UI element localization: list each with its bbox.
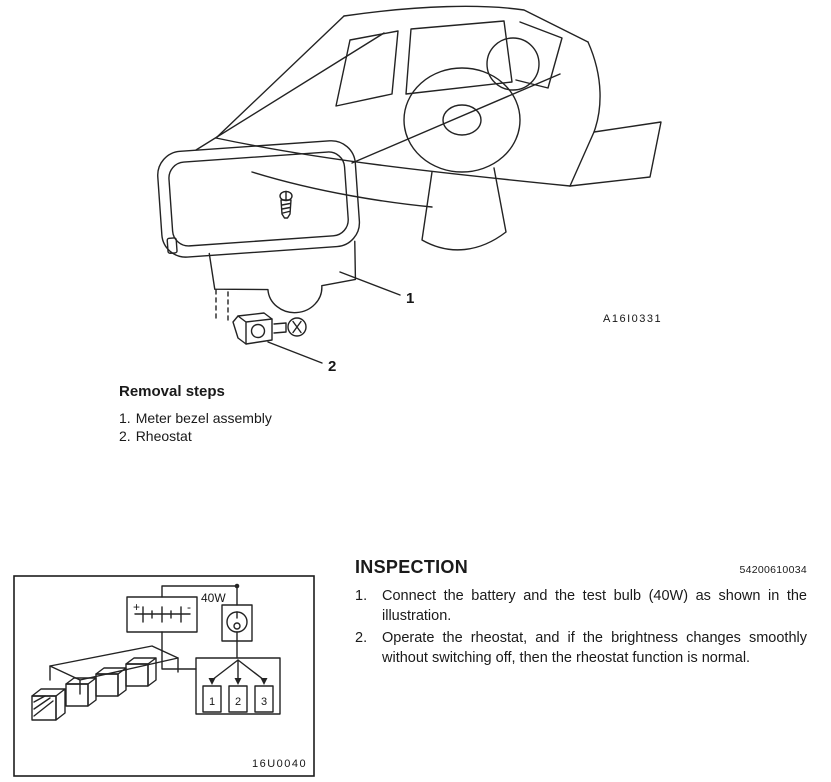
screw-icon (279, 190, 293, 219)
figure-border (13, 575, 315, 777)
removal-step-1-label: Meter bezel assembly (135, 410, 272, 426)
battery-minus-label: - (187, 600, 191, 614)
figure-code-bottom: 16U0040 (252, 758, 307, 770)
wire-battery-to-bulb (161, 585, 238, 606)
removal-step-1-number: 1. (119, 410, 131, 426)
inspection-step-2-number: 2. (355, 630, 368, 646)
leader-line-1 (339, 271, 401, 296)
inspection-step-2-text: Operate the rheostat, and if the brightn… (382, 630, 807, 666)
inspection-heading: INSPECTION (355, 557, 469, 577)
pin-label-1: 1 (209, 696, 215, 708)
removal-step-1: 1. Meter bezel assembly (119, 409, 272, 427)
bulb-wattage-label: 40W (201, 591, 226, 605)
removal-steps-section: Removal steps 1. Meter bezel assembly 2.… (119, 383, 272, 445)
inspection-circuit-figure: + - 40W 1 2 3 16U0040 (13, 575, 315, 777)
removal-step-2: 2. Rheostat (119, 427, 272, 445)
car-interior-outline (195, 5, 662, 251)
removal-step-2-number: 2. (119, 428, 131, 444)
test-bulb (221, 604, 253, 642)
rheostat-isometric (31, 645, 179, 721)
connector-box (195, 657, 281, 715)
battery-plus-label: + (133, 600, 140, 614)
callout-2: 2 (328, 358, 336, 375)
callout-1: 1 (406, 290, 414, 307)
inspection-step-2: 2. Operate the rheostat, and if the brig… (355, 629, 807, 668)
pin-label-3: 3 (261, 696, 267, 708)
inspection-section: INSPECTION 54200610034 1. Connect the ba… (355, 557, 807, 671)
pin-label-2: 2 (235, 696, 241, 708)
inspection-ref-code: 54200610034 (739, 564, 807, 576)
wire-battery-to-connector (161, 631, 197, 670)
leader-line-2 (267, 341, 323, 364)
rheostat-part (232, 312, 307, 345)
inspection-step-1: 1. Connect the battery and the test bulb… (355, 587, 807, 626)
meter-bezel-assembly (157, 140, 361, 314)
inspection-step-1-text: Connect the battery and the test bulb (4… (382, 588, 807, 624)
removal-step-2-label: Rheostat (135, 428, 192, 444)
wire-junction-dot (234, 583, 240, 589)
removal-steps-heading: Removal steps (119, 383, 225, 400)
removal-illustration: 1 2 A16I0331 (157, 5, 662, 375)
inspection-step-1-number: 1. (355, 588, 368, 604)
figure-code-top: A16I0331 (603, 313, 662, 325)
inspection-header: INSPECTION 54200610034 (355, 557, 807, 578)
